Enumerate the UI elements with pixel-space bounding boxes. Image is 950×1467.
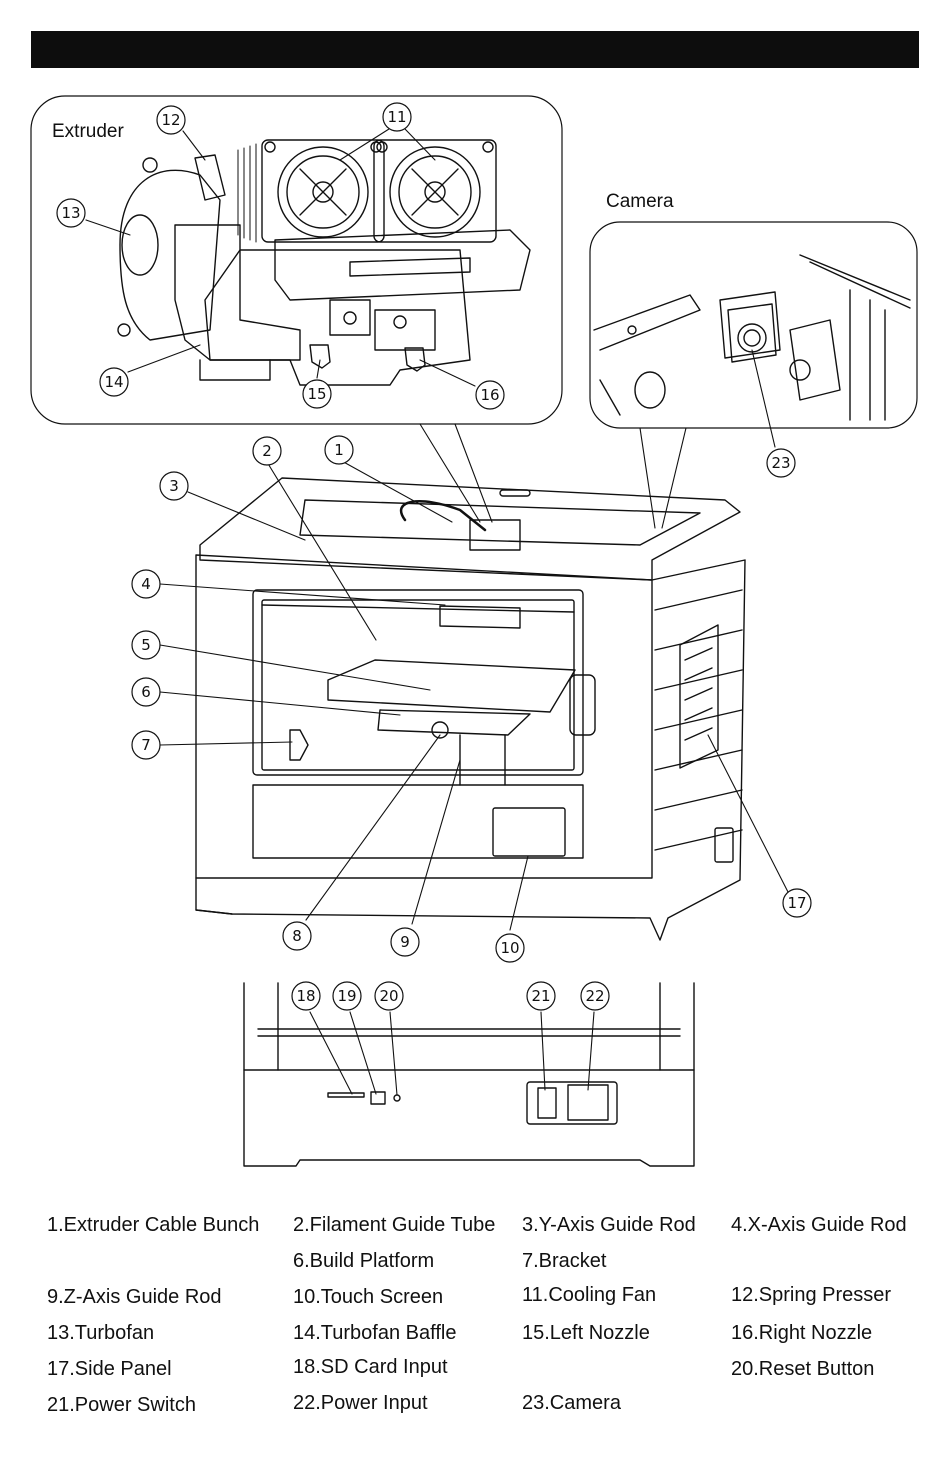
legend-item-15: 15.Left Nozzle [522, 1322, 650, 1344]
legend-item-11: 11.Cooling Fan [522, 1284, 657, 1306]
right-nozzle-shape [404, 347, 426, 372]
callout-18: 18 [296, 987, 315, 1005]
callout-17: 17 [787, 894, 806, 912]
parts-legend: 1.Extruder Cable Bunch 2.Filament Guide … [0, 1205, 950, 1445]
callout-13: 13 [61, 204, 80, 222]
legend-item-6: 6.Build Platform [293, 1250, 435, 1272]
callout-6: 6 [141, 683, 151, 701]
legend-item-18: 18.SD Card Input [293, 1356, 448, 1378]
legend-item-13: 13.Turbofan [47, 1322, 155, 1344]
printer-diagram: 1 2 3 4 5 6 7 8 9 10 11 12 13 14 15 16 1… [30, 95, 918, 1167]
extruder-inset-title: Extruder [52, 121, 124, 142]
back-panel [243, 982, 695, 1167]
camera-inset [589, 221, 918, 429]
cooling-fan-right [373, 139, 497, 243]
callout-22: 22 [585, 987, 604, 1005]
callout-16: 16 [480, 386, 499, 404]
build-platform [327, 659, 576, 713]
legend-item-4: 4.X-Axis Guide Rod [731, 1214, 907, 1236]
callout-14: 14 [104, 373, 123, 391]
legend-item-22: 22.Power Input [293, 1392, 428, 1414]
legend-item-14: 14.Turbofan Baffle [293, 1322, 457, 1344]
legend-item-2: 2.Filament Guide Tube [293, 1214, 496, 1236]
touch-screen [492, 807, 566, 857]
legend-item-20: 20.Reset Button [731, 1358, 875, 1380]
camera-body [727, 303, 777, 363]
reset-hole [393, 1094, 401, 1102]
callout-23: 23 [771, 454, 790, 472]
legend-item-17: 17.Side Panel [47, 1358, 172, 1380]
bracket [289, 729, 309, 761]
usb-port [370, 1091, 386, 1105]
left-nozzle-shape [309, 344, 331, 369]
legend-item-12: 12.Spring Presser [731, 1284, 892, 1306]
callout-8: 8 [292, 927, 302, 945]
callout-5: 5 [141, 636, 151, 654]
callout-21: 21 [531, 987, 550, 1005]
callout-19: 19 [337, 987, 356, 1005]
power-switch [537, 1087, 557, 1119]
sd-card-slot [327, 1092, 365, 1098]
callout-2: 2 [262, 442, 272, 460]
camera-inset-title: Camera [606, 191, 674, 212]
callout-12: 12 [161, 111, 180, 129]
cooling-fan-left [261, 139, 385, 243]
callout-9: 9 [400, 933, 410, 951]
turbofan-baffle [174, 224, 301, 361]
legend-item-9: 9.Z-Axis Guide Rod [47, 1286, 222, 1308]
callout-10: 10 [500, 939, 519, 957]
legend-item-21: 21.Power Switch [47, 1394, 196, 1416]
callout-4: 4 [141, 575, 151, 593]
legend-item-1: 1.Extruder Cable Bunch [47, 1214, 260, 1236]
callout-1: 1 [334, 441, 344, 459]
callout-7: 7 [141, 736, 151, 754]
callout-11: 11 [387, 108, 406, 126]
legend-item-7: 7.Bracket [522, 1250, 607, 1272]
printer-body [195, 477, 746, 941]
legend-item-16: 16.Right Nozzle [731, 1322, 873, 1344]
legend-item-3: 3.Y-Axis Guide Rod [522, 1214, 696, 1236]
legend-item-23: 23.Camera [522, 1392, 621, 1414]
extruder-inset [30, 95, 563, 425]
callout-3: 3 [169, 477, 179, 495]
legend-item-10: 10.Touch Screen [293, 1286, 444, 1308]
callout-20: 20 [379, 987, 398, 1005]
side-panel [654, 589, 743, 863]
spring-presser [194, 154, 226, 201]
callout-15: 15 [307, 385, 326, 403]
turbofan [117, 157, 221, 341]
header-bar [31, 31, 919, 68]
